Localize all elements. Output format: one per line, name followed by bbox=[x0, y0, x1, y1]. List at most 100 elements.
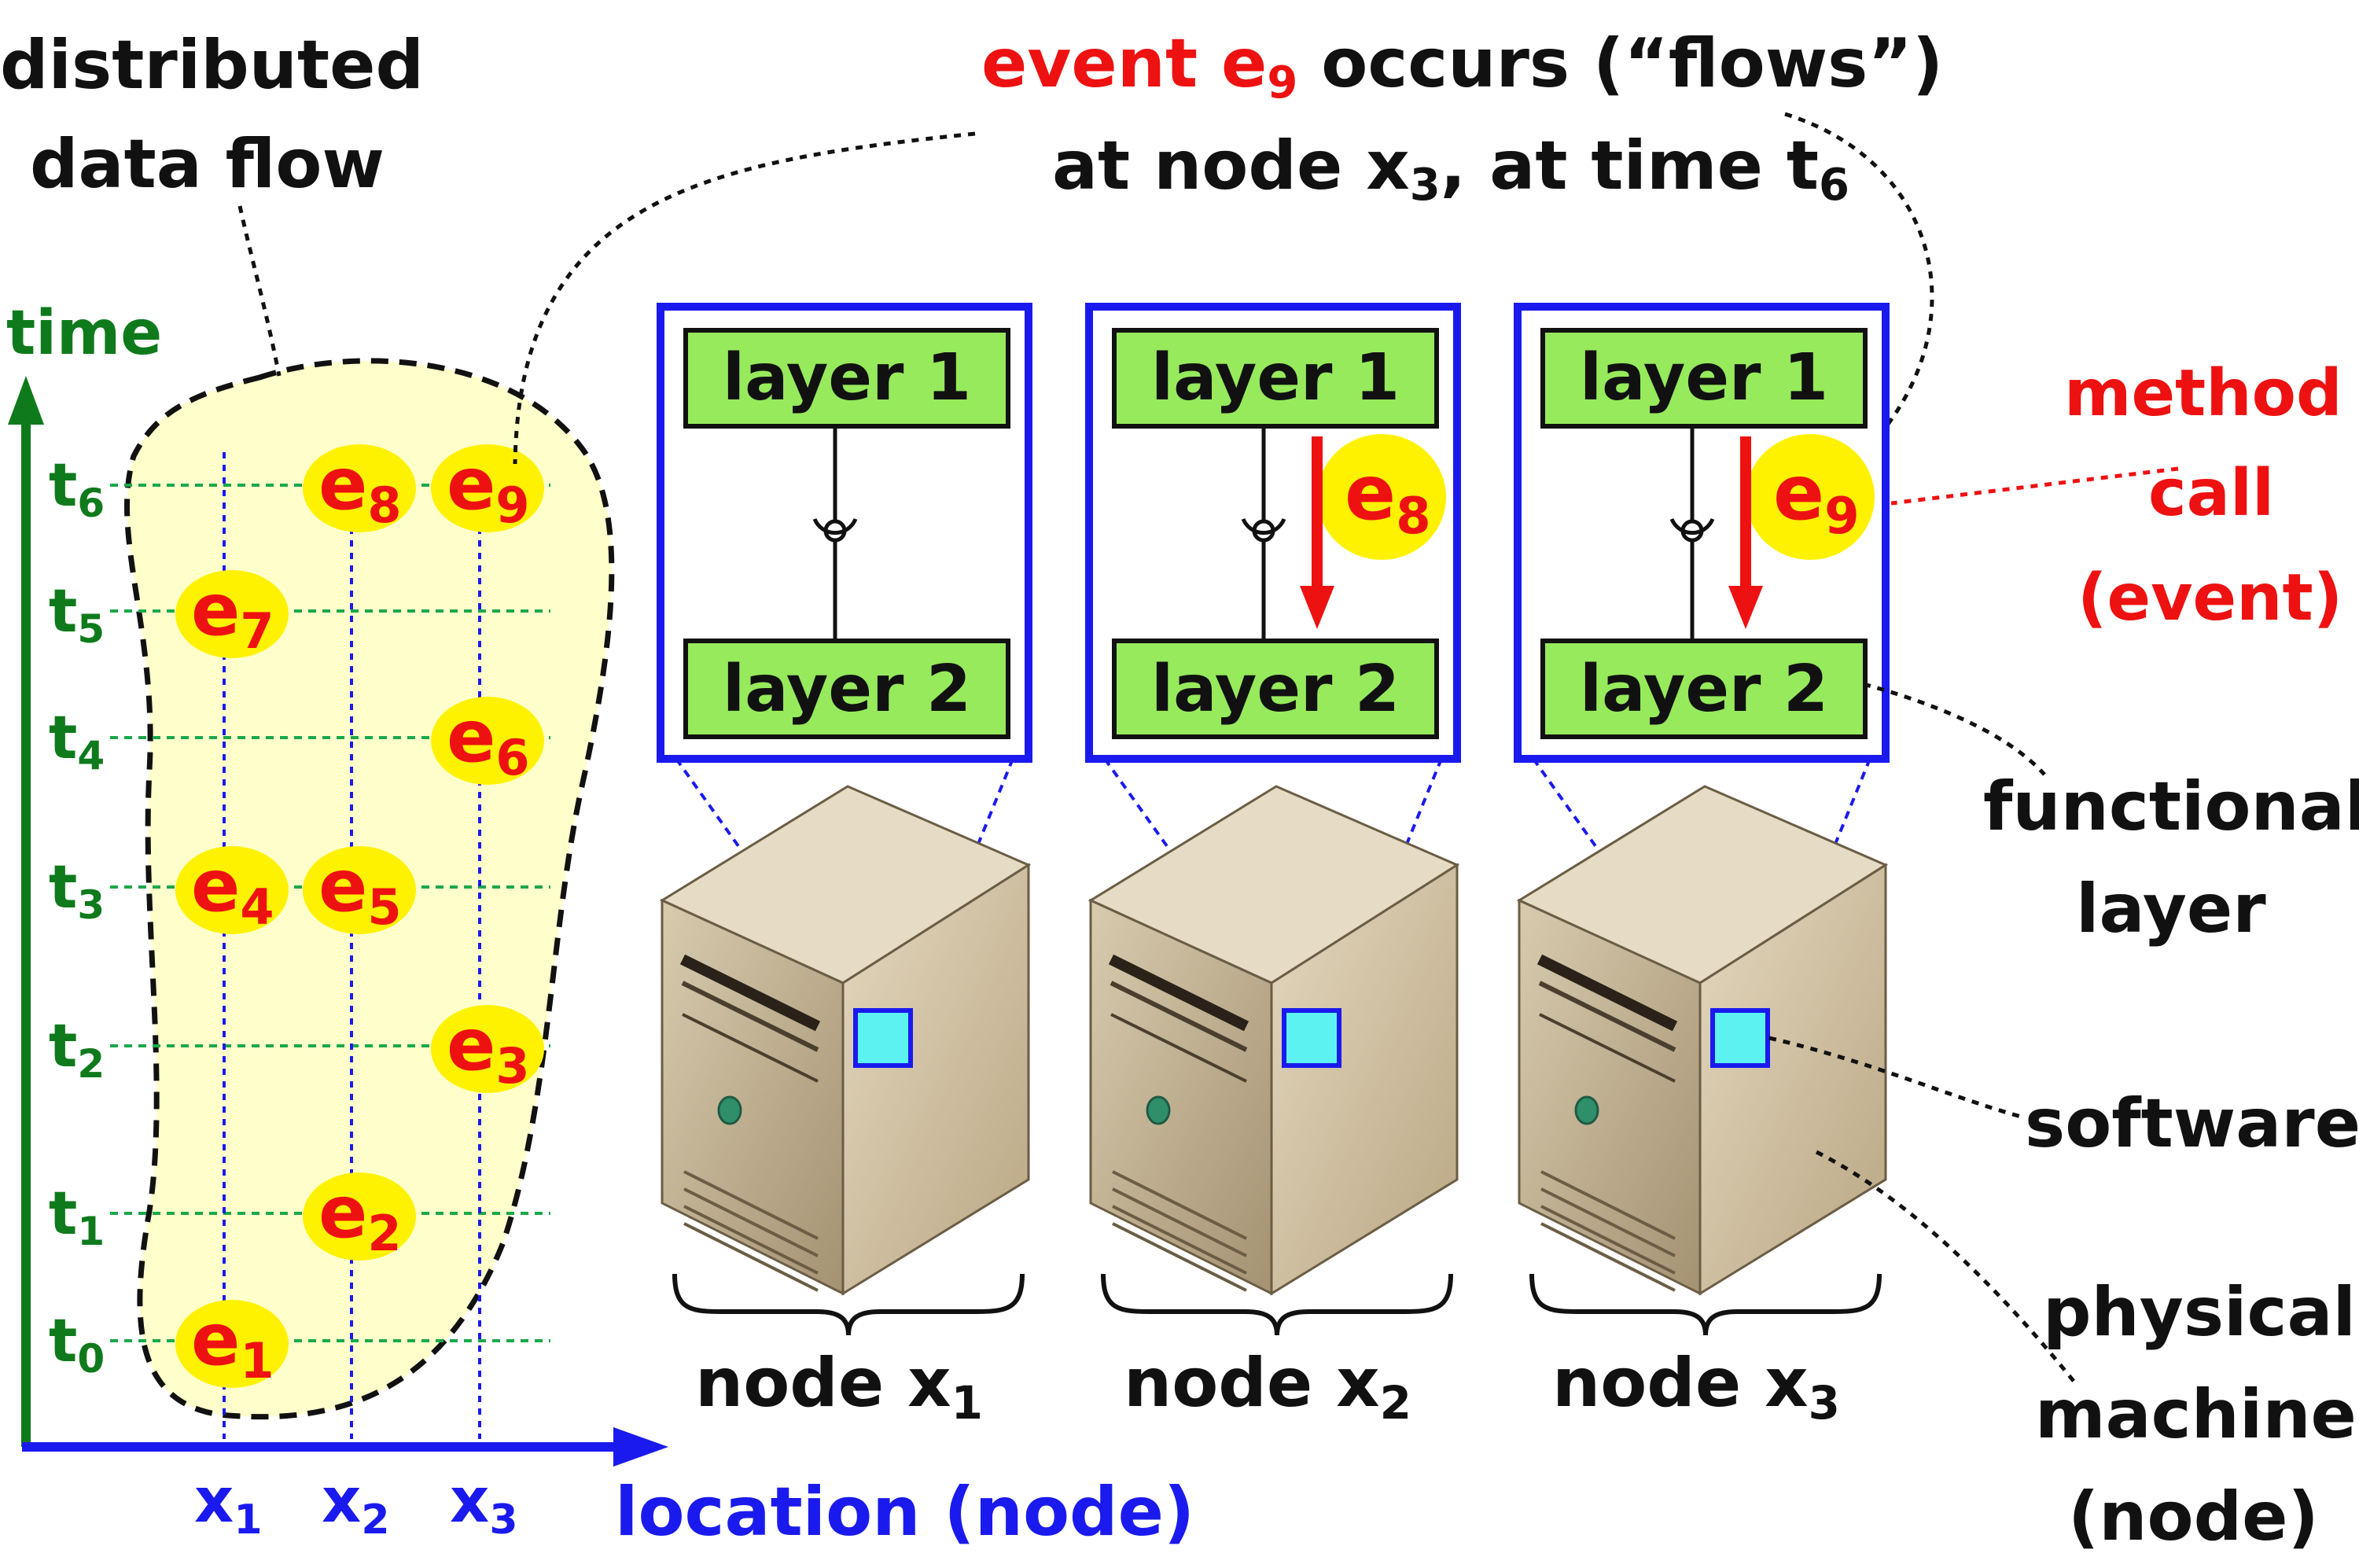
node-x1-label: node x1 bbox=[695, 1344, 983, 1430]
time-tick-t1: t1 bbox=[49, 1178, 105, 1254]
node-x2-interface-socket bbox=[1241, 517, 1286, 536]
event-e8-label: e8 bbox=[318, 442, 402, 534]
server-vent-line bbox=[683, 1205, 819, 1275]
node-x2-method-call-arrow-head bbox=[1300, 586, 1334, 629]
time-tick-t5-subscript: 5 bbox=[77, 606, 105, 652]
event-e2-marker bbox=[303, 1172, 416, 1261]
server-vent-line bbox=[1112, 1187, 1247, 1257]
node-x1-layer1-label: layer 1 bbox=[723, 340, 971, 415]
server-vent-line bbox=[1540, 1170, 1676, 1240]
server-drive-slot-2 bbox=[1110, 981, 1248, 1052]
node-x1-label-base: node x bbox=[695, 1344, 951, 1423]
event-annotation-leader-right bbox=[1784, 112, 1934, 466]
event-annotation-line1: event e9 occurs (“flows”) bbox=[981, 24, 1943, 109]
node-tick-x3-subscript: 3 bbox=[489, 1496, 517, 1544]
event-e3: e3 bbox=[431, 1003, 544, 1095]
event-e1-label-subscript: 1 bbox=[240, 1332, 274, 1389]
method-call-label-line1: method bbox=[2064, 356, 2342, 431]
event-e4: e4 bbox=[175, 844, 289, 936]
server-drive-slot bbox=[1536, 954, 1678, 1032]
time-axis-label: time bbox=[6, 298, 162, 369]
server-side-face bbox=[841, 863, 1030, 1296]
event-annotation-leader-left bbox=[513, 131, 976, 465]
event-annotation-line2: at node x3, at time t6 bbox=[1052, 127, 1849, 211]
event-e4-label: e4 bbox=[191, 844, 274, 936]
method-call-leader bbox=[1890, 466, 2179, 506]
node-x2-event-label: e8 bbox=[1345, 449, 1431, 546]
time-tick-t2-base: t bbox=[49, 1010, 77, 1080]
node-x3-server bbox=[1516, 785, 1889, 1296]
node-x2-label-subscript: 2 bbox=[1380, 1376, 1411, 1430]
functional-layer-label-line2: layer bbox=[2076, 870, 2266, 948]
event-e6: e6 bbox=[431, 694, 544, 786]
server-drive-slot-2 bbox=[1538, 981, 1676, 1052]
node-x3-label: node x3 bbox=[1552, 1344, 1840, 1430]
event-e7-label-subscript: 7 bbox=[240, 602, 274, 660]
node-x1-layer2-box bbox=[683, 639, 1010, 739]
node-x2-event-marker bbox=[1317, 434, 1446, 560]
server-side-face bbox=[1698, 863, 1887, 1296]
time-tick-t1-base: t bbox=[49, 1178, 77, 1248]
server-power-button bbox=[1574, 1095, 1599, 1125]
event-e6-label-subscript: 6 bbox=[495, 729, 529, 786]
server-drive-slot-2 bbox=[681, 981, 819, 1052]
time-tick-t6-subscript: 6 bbox=[77, 480, 105, 526]
event-e2-label: e2 bbox=[318, 1170, 402, 1262]
server-power-button bbox=[1146, 1095, 1171, 1125]
node-x2-event-label-base: e bbox=[1345, 449, 1396, 537]
event-e8-marker bbox=[303, 444, 416, 532]
node-x3-event-marker bbox=[1746, 434, 1875, 560]
server-drive-slot-3 bbox=[682, 1013, 819, 1083]
node-x3-layer2-box bbox=[1540, 639, 1868, 739]
time-tick-t6-base: t bbox=[49, 450, 77, 520]
time-tick-t0: t0 bbox=[49, 1305, 105, 1382]
location-axis-label: location (node) bbox=[615, 1473, 1194, 1551]
event-e5-marker bbox=[303, 846, 416, 934]
time-tick-t0-subscript: 0 bbox=[77, 1336, 105, 1382]
server-vent-line bbox=[1540, 1205, 1676, 1275]
node-tick-x2-base: x bbox=[322, 1466, 361, 1537]
event-e9: e9 bbox=[431, 442, 544, 534]
node-x1-zoom-line-right bbox=[909, 758, 1014, 1011]
distributed-label-line1: distributed bbox=[0, 26, 424, 105]
server-power-button bbox=[717, 1095, 742, 1125]
time-tick-t4-base: t bbox=[49, 702, 77, 772]
physical-machine-leader bbox=[1815, 1150, 2077, 1386]
event-e5-label-subscript: 5 bbox=[367, 878, 401, 936]
distributed-label-line2: data flow bbox=[30, 125, 385, 204]
server-vent-line bbox=[683, 1187, 819, 1257]
node-x2-layer2-label: layer 2 bbox=[1151, 652, 1400, 727]
event-e9-label: e9 bbox=[447, 442, 530, 534]
event-e6-label: e6 bbox=[447, 694, 530, 786]
time-tick-t2: t2 bbox=[49, 1010, 105, 1087]
time-tick-t1-subscript: 1 bbox=[77, 1209, 105, 1254]
node-x3-layer1-box bbox=[1540, 328, 1868, 429]
node-tick-x1: x1 bbox=[194, 1466, 263, 1544]
event-e6-label-base: e bbox=[447, 694, 495, 778]
node-tick-x3-base: x bbox=[450, 1466, 489, 1537]
server-vent-line bbox=[1112, 1222, 1247, 1292]
event-e7-label-base: e bbox=[191, 568, 240, 652]
event-e1-label: e1 bbox=[191, 1297, 274, 1389]
node-x3-zoom-line-right bbox=[1766, 758, 1871, 1011]
node-tick-x1-base: x bbox=[194, 1466, 234, 1537]
event-e2-label-base: e bbox=[318, 1170, 367, 1254]
event-e5: e5 bbox=[303, 844, 416, 936]
event-e2-label-subscript: 2 bbox=[367, 1205, 401, 1262]
event-e3-label-base: e bbox=[447, 1003, 495, 1087]
functional-layer-leader bbox=[1863, 682, 2046, 776]
event-e1-label-base: e bbox=[191, 1297, 240, 1382]
node-x1-label-subscript: 1 bbox=[951, 1376, 983, 1430]
node-x1-interface-socket bbox=[812, 517, 858, 536]
method-call-label-line2: call bbox=[2148, 456, 2274, 531]
functional-layer-label-line1: functional bbox=[1983, 767, 2359, 846]
event-e6-marker bbox=[431, 697, 544, 785]
server-drive-slot bbox=[1108, 954, 1249, 1032]
